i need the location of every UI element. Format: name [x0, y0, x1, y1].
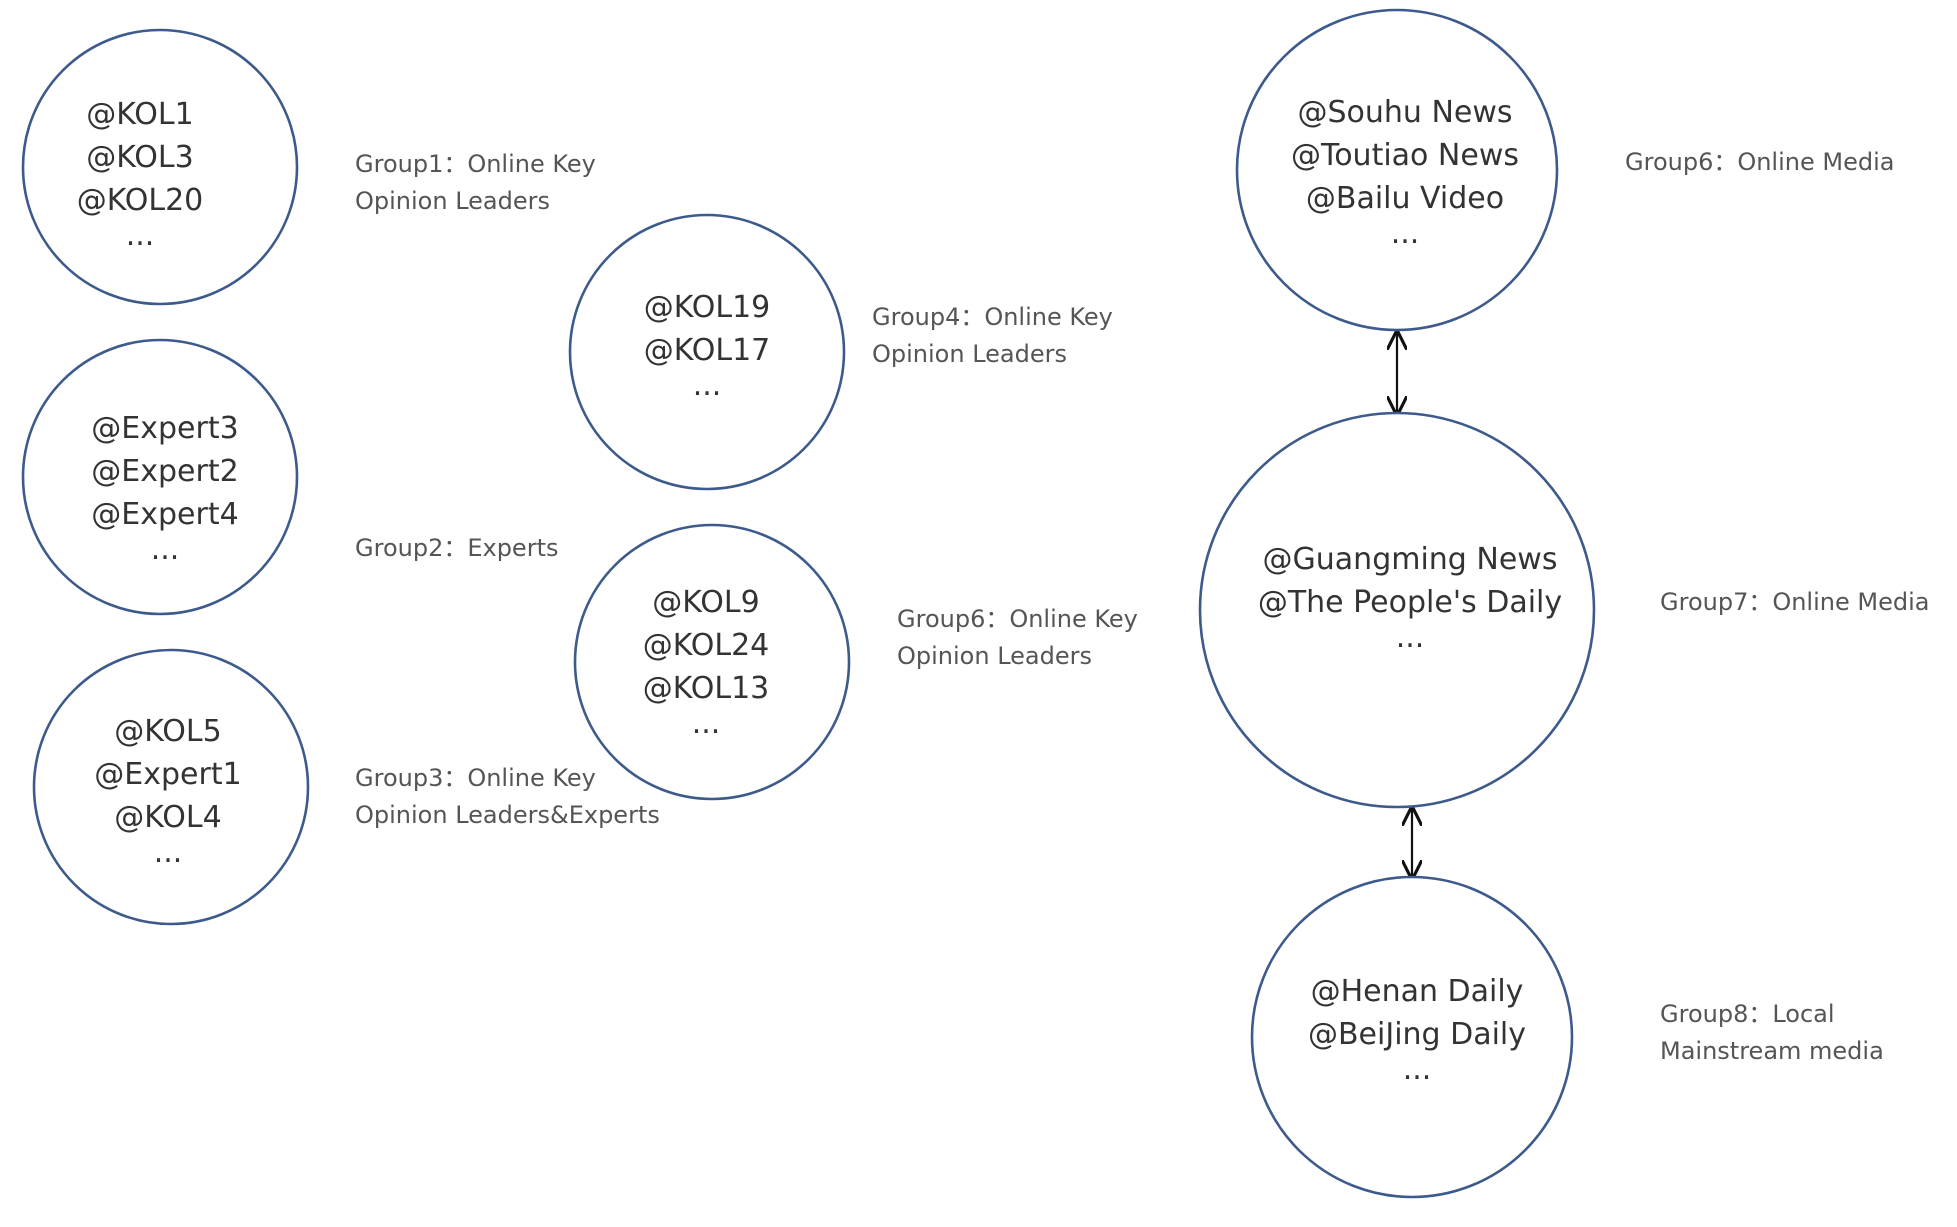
group-circle — [21, 28, 299, 306]
member-ellipsis: ... — [1396, 620, 1425, 655]
member-handle: @BeiJing Daily — [1308, 1017, 1526, 1052]
group-label-line: Opinion Leaders — [355, 187, 550, 215]
group-circle — [573, 523, 851, 801]
member-handle: @Henan Daily — [1311, 974, 1524, 1009]
group-node-g4: @KOL19 @KOL17... — [568, 213, 846, 491]
member-handle: @KOL13 — [643, 671, 770, 706]
member-ellipsis: ... — [154, 835, 183, 870]
member-handle: @Expert2 — [91, 454, 238, 489]
member-handle: @KOL17 — [644, 333, 771, 368]
group-circle — [568, 213, 846, 491]
member-handle: @KOL5 — [114, 714, 221, 749]
group-label-line: Opinion Leaders — [872, 340, 1067, 368]
group-circle — [1250, 875, 1574, 1199]
group-circle — [21, 338, 299, 616]
connectors — [1397, 332, 1412, 878]
group-label-line: Group1：Online Key — [355, 150, 596, 178]
group-node-g7: @Guangming News @The People's Daily... — [1198, 411, 1596, 809]
group-node-g8: @Henan Daily @BeiJing Daily... — [1250, 875, 1574, 1199]
group-circle — [32, 648, 310, 926]
group-label-line: Group4：Online Key — [872, 303, 1113, 331]
group-node-g1: @KOL1 @KOL3 @KOL20... — [21, 28, 299, 306]
member-ellipsis: ... — [1403, 1052, 1432, 1087]
member-handle: @Expert1 — [94, 757, 241, 792]
member-handle: @Guangming News — [1263, 542, 1558, 577]
group-node-g2: @Expert3 @Expert2 @Expert4... — [21, 338, 299, 616]
group-nodes: @KOL1@KOL3@KOL20...@Expert3@Expert2@Expe… — [21, 8, 1596, 1199]
member-handle: @Expert4 — [91, 497, 238, 532]
group-circle — [1198, 411, 1596, 809]
group-node-g5: @KOL9 @KOL24 @KOL13... — [573, 523, 851, 801]
group-circle — [1235, 8, 1559, 332]
member-handle: @KOL1 — [86, 97, 193, 132]
member-ellipsis: ... — [151, 532, 180, 567]
member-ellipsis: ... — [693, 368, 722, 403]
group-label-g6: Group6：Online Media — [1625, 148, 1894, 176]
member-handle: @KOL9 — [652, 585, 759, 620]
member-handle: @Toutiao News — [1291, 138, 1519, 173]
group-node-g3: @KOL5 @Expert1 @KOL4... — [32, 648, 310, 926]
member-handle: @KOL24 — [643, 628, 770, 663]
group-label-line: Mainstream media — [1660, 1037, 1884, 1065]
member-handle: @KOL20 — [77, 183, 204, 218]
member-handle: @The People's Daily — [1258, 585, 1562, 620]
member-ellipsis: ... — [1391, 216, 1420, 251]
group-node-g6: @Souhu News @Toutiao News @Bailu Video... — [1235, 8, 1559, 332]
member-handle: @KOL3 — [86, 140, 193, 175]
group-label-line: Group6：Online Media — [1625, 148, 1894, 176]
group-label-line: Group8：Local — [1660, 1000, 1835, 1028]
group-label-line: Group3：Online Key — [355, 764, 596, 792]
group-label-line: Opinion Leaders&Experts — [355, 801, 660, 829]
member-handle: @Bailu Video — [1306, 181, 1504, 216]
member-handle: @KOL19 — [644, 290, 771, 325]
group-label-line: Group6：Online Key — [897, 605, 1138, 633]
group-label-line: Group2：Experts — [355, 534, 558, 562]
member-ellipsis: ... — [692, 706, 721, 741]
group-label-g7: Group7：Online Media — [1660, 588, 1929, 616]
member-handle: @Souhu News — [1297, 95, 1512, 130]
member-handle: @KOL4 — [114, 800, 221, 835]
group-label-g2: Group2：Experts — [355, 534, 558, 562]
member-handle: @Expert3 — [91, 411, 238, 446]
group-label-line: Group7：Online Media — [1660, 588, 1929, 616]
group-label-line: Opinion Leaders — [897, 642, 1092, 670]
member-ellipsis: ... — [126, 218, 155, 253]
